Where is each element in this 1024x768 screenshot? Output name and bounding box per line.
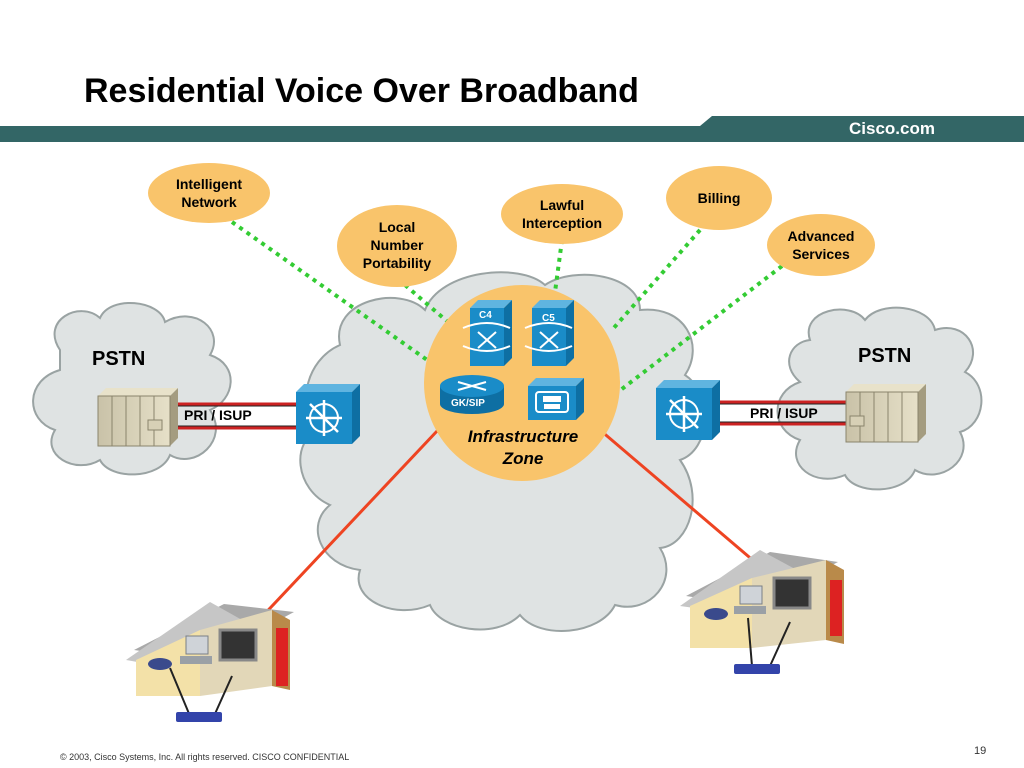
page-number: 19 [974,745,987,757]
pri-trunk-left [170,402,296,430]
infrastructure-zone-label: Infrastructure Zone [467,427,579,468]
c5-label: C5 [542,313,555,324]
gk-sip-router-icon[interactable] [440,375,504,414]
voice-gateway-right-icon[interactable] [656,380,720,440]
service-bubble-billing [666,166,772,230]
residence-right-icon [680,550,844,674]
c5-softswitch-icon[interactable] [524,300,574,366]
service-bubble-lawful-interception [501,184,623,244]
ip-phone-server-icon[interactable] [528,378,584,420]
service-label-billing: Billing [697,190,741,206]
service-label-intelligent-network: Intelligent Network [175,176,243,210]
pri-isup-label-right: PRI / ISUP [750,405,818,421]
service-bubble-intelligent-network [148,163,270,223]
voice-gateway-left-icon[interactable] [296,384,360,444]
brand-link[interactable]: Cisco.com [849,119,935,138]
c4-softswitch-icon[interactable] [462,300,512,366]
service-bubble-local-number-portability [337,205,457,287]
c4-label: C4 [479,310,492,321]
service-label-local-number-portability: Local Number Portability [362,219,432,271]
service-links [230,220,784,394]
pbx-switch-right-icon [845,384,926,443]
pri-trunk-right [718,400,850,426]
broadband-links [238,428,763,642]
pstn-label-left: PSTN [92,348,146,370]
header-banner [0,116,1024,142]
pri-isup-label-left: PRI / ISUP [184,407,252,423]
pstn-label-right: PSTN [858,345,912,367]
gk-sip-label: GK/SIP [451,398,485,409]
copyright-footer: © 2003, Cisco Systems, Inc. All rights r… [60,752,350,762]
slide-title: Residential Voice Over Broadband [84,72,639,110]
service-label-advanced-services: Advanced Services [787,228,855,262]
pbx-switch-left-icon [97,388,178,447]
residence-left-icon [126,602,294,722]
service-label-lawful-interception: Lawful Interception [521,197,603,231]
service-bubble-advanced-services [767,214,875,276]
